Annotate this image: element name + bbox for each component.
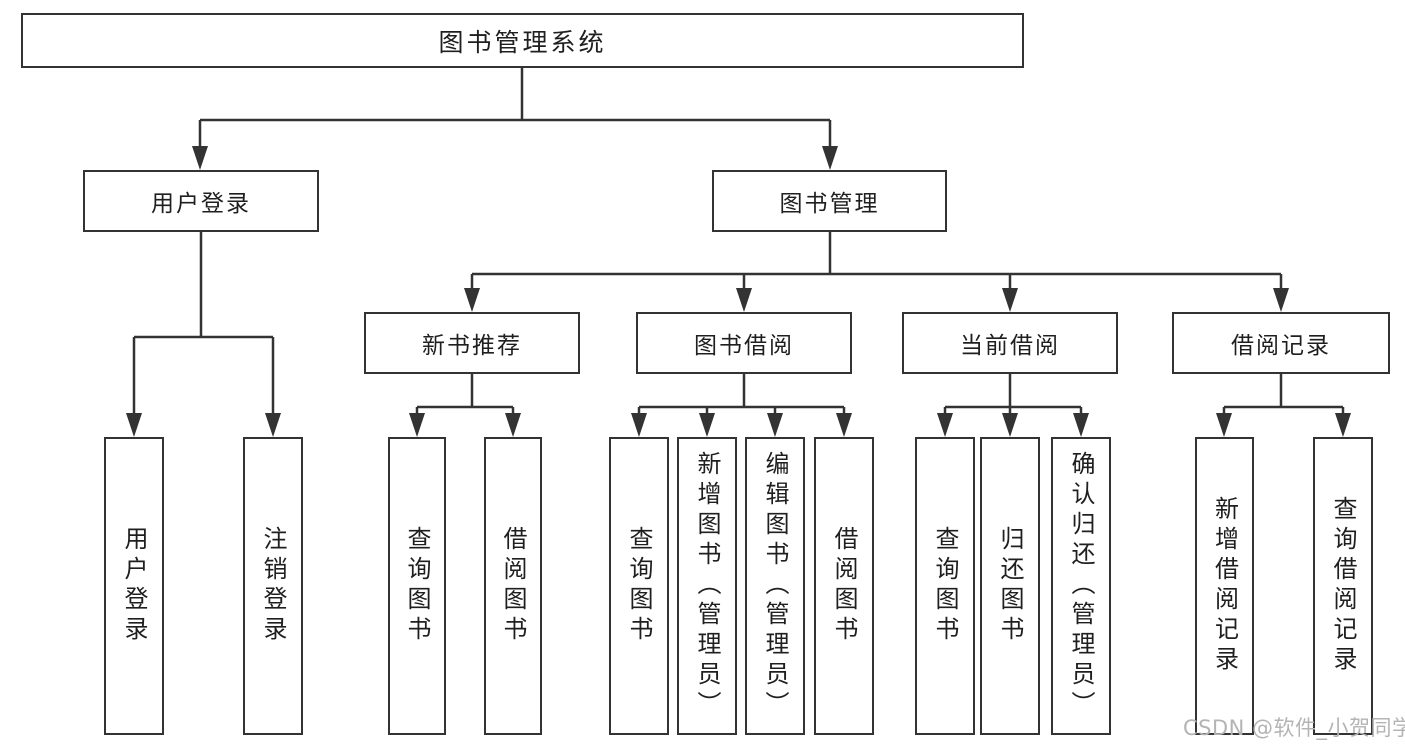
node-bb-edit-book-label: 编辑图书（管理员）: [761, 451, 789, 721]
node-user-login: 用户登录: [83, 170, 319, 232]
node-current-borrow: 当前借阅: [902, 312, 1118, 374]
node-cb-query-book-label: 查询图书: [931, 526, 959, 646]
node-user-login-label: 用户登录: [151, 191, 251, 217]
node-book-borrow: 图书借阅: [636, 312, 852, 374]
node-login-action-label: 用户登录: [120, 526, 148, 646]
node-new-book-recommend-label: 新书推荐: [422, 333, 522, 359]
node-book-management: 图书管理: [712, 170, 947, 232]
node-bb-edit-book: 编辑图书（管理员）: [745, 437, 805, 735]
node-br-add-record: 新增借阅记录: [1195, 437, 1254, 735]
node-nb-borrow-book-label: 借阅图书: [499, 526, 527, 646]
node-logout-action-label: 注销登录: [259, 526, 287, 646]
node-cb-return-book: 归还图书: [980, 437, 1040, 735]
node-br-query-record-label: 查询借阅记录: [1329, 496, 1357, 676]
node-book-borrow-label: 图书借阅: [694, 333, 794, 359]
node-cb-query-book: 查询图书: [915, 437, 975, 735]
node-bb-add-book-label: 新增图书（管理员）: [693, 451, 721, 721]
arrowheads: [126, 146, 1351, 437]
node-bb-query-book-label: 查询图书: [625, 526, 653, 646]
node-root-label: 图书管理系统: [438, 27, 607, 57]
node-bb-borrow-book: 借阅图书: [814, 437, 874, 735]
node-new-book-recommend: 新书推荐: [364, 312, 580, 374]
node-cb-confirm-return: 确认归还（管理员）: [1051, 437, 1111, 735]
node-nb-query-book: 查询图书: [388, 437, 446, 735]
node-cb-confirm-return-label: 确认归还（管理员）: [1067, 451, 1095, 721]
node-br-add-record-label: 新增借阅记录: [1210, 496, 1239, 676]
node-borrow-record-label: 借阅记录: [1231, 333, 1331, 359]
node-login-action: 用户登录: [104, 437, 164, 735]
node-bb-query-book: 查询图书: [609, 437, 669, 735]
node-borrow-record: 借阅记录: [1172, 312, 1390, 374]
node-book-management-label: 图书管理: [779, 191, 880, 217]
node-bb-add-book: 新增图书（管理员）: [677, 437, 737, 735]
node-root: 图书管理系统: [21, 13, 1024, 68]
node-logout-action: 注销登录: [243, 437, 303, 735]
node-current-borrow-label: 当前借阅: [960, 333, 1060, 359]
node-nb-borrow-book: 借阅图书: [484, 437, 542, 735]
node-bb-borrow-book-label: 借阅图书: [830, 526, 858, 646]
watermark: CSDN @软件_小贺同学: [1183, 716, 1405, 740]
node-br-query-record: 查询借阅记录: [1313, 437, 1373, 735]
node-cb-return-book-label: 归还图书: [996, 526, 1024, 646]
node-nb-query-book-label: 查询图书: [403, 526, 431, 646]
